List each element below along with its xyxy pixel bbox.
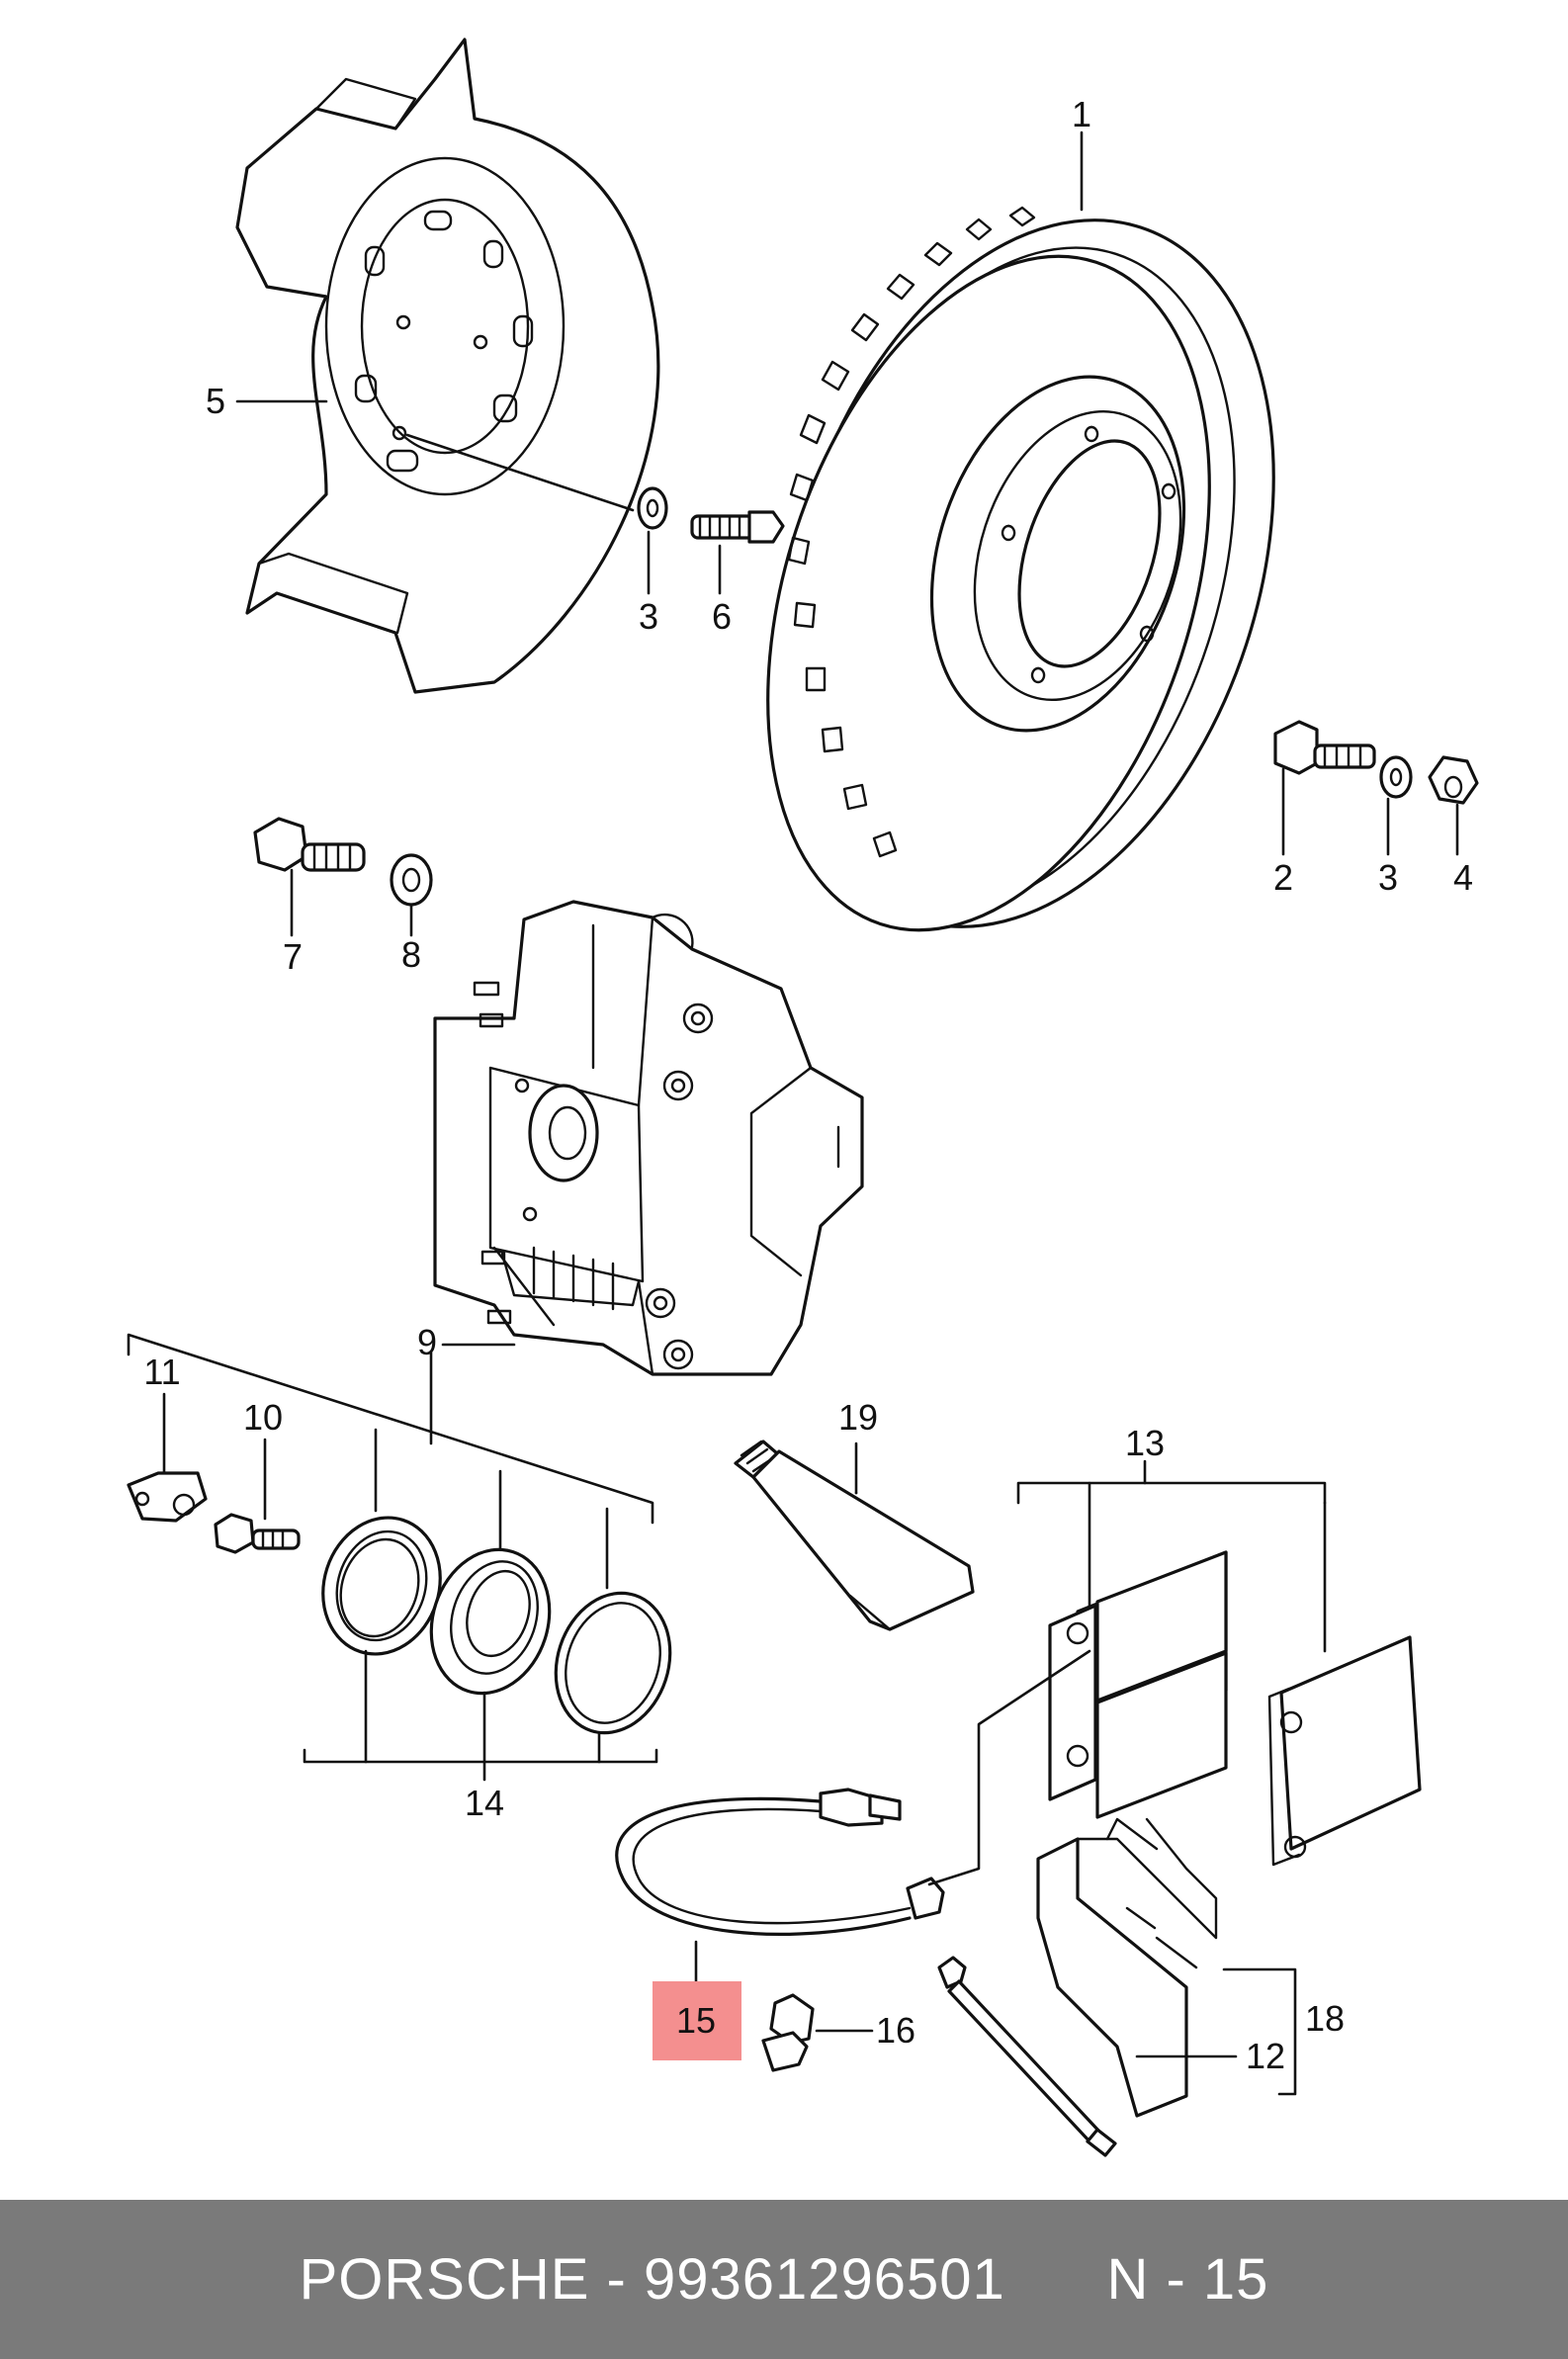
- bleed-valve: [214, 1513, 301, 1554]
- callout-12: 12: [1246, 2036, 1285, 2076]
- dust-shield: [235, 38, 660, 694]
- cable-clip: [761, 1993, 815, 2072]
- caliper-washer: [390, 853, 433, 907]
- brake-disc: [766, 206, 1275, 932]
- caliper-bolt: [253, 817, 366, 872]
- seal-ring-3: [554, 1591, 672, 1735]
- callout-3-lower: 3: [1378, 857, 1398, 898]
- callout-6: 6: [712, 596, 732, 637]
- leader-lines: [127, 131, 1459, 2096]
- callout-7: 7: [283, 936, 303, 977]
- callout-11: 11: [143, 1352, 180, 1392]
- brake-pad-inner: [1048, 1550, 1228, 1819]
- callout-10: 10: [243, 1397, 283, 1438]
- brake-caliper: [433, 900, 864, 1376]
- callout-16: 16: [876, 2010, 915, 2051]
- grease-tube: [734, 1440, 975, 1631]
- nut-lower-right: [1428, 755, 1479, 805]
- callout-5: 5: [206, 381, 225, 421]
- callout-9: 9: [417, 1322, 437, 1362]
- seal-ring-1: [321, 1516, 442, 1656]
- bolt-lower-right: [1273, 720, 1376, 775]
- callout-4: 4: [1453, 857, 1473, 898]
- brake-parts-diagram: 1 2 3 3 4 5 6 7 8 9 10 11 12 13 14 15 16…: [127, 38, 1479, 2157]
- seal-ring-2: [429, 1547, 552, 1696]
- washer-upper: [637, 486, 668, 530]
- callout-8: 8: [401, 934, 421, 975]
- brake-pad-outer: [1267, 1635, 1422, 1867]
- callout-19: 19: [838, 1397, 878, 1438]
- wear-sensor-cable: [615, 1788, 945, 1936]
- footer-part-number: PORSCHE - 99361296501 N - 15: [299, 2247, 1269, 2312]
- callout-15: 15: [676, 2000, 716, 2041]
- callout-14: 14: [465, 1783, 504, 1823]
- callout-labels: 1 2 3 3 4 5 6 7 8 9 10 11 12 13 14 15 16…: [143, 94, 1473, 2076]
- callout-18: 18: [1305, 1998, 1345, 2039]
- anti-rattle-spring: [1036, 1817, 1218, 2118]
- bolt-upper: [690, 510, 785, 544]
- washer-lower-right: [1379, 755, 1413, 799]
- bleed-cap: [127, 1471, 208, 1523]
- callout-2: 2: [1273, 857, 1293, 898]
- callout-1: 1: [1072, 94, 1091, 134]
- highlight-box: [653, 1981, 741, 2060]
- callout-3-upper: 3: [639, 596, 658, 637]
- callout-13: 13: [1125, 1423, 1165, 1463]
- retaining-pin: [937, 1956, 1117, 2157]
- footer-bar: PORSCHE - 99361296501 N - 15: [0, 2200, 1568, 2359]
